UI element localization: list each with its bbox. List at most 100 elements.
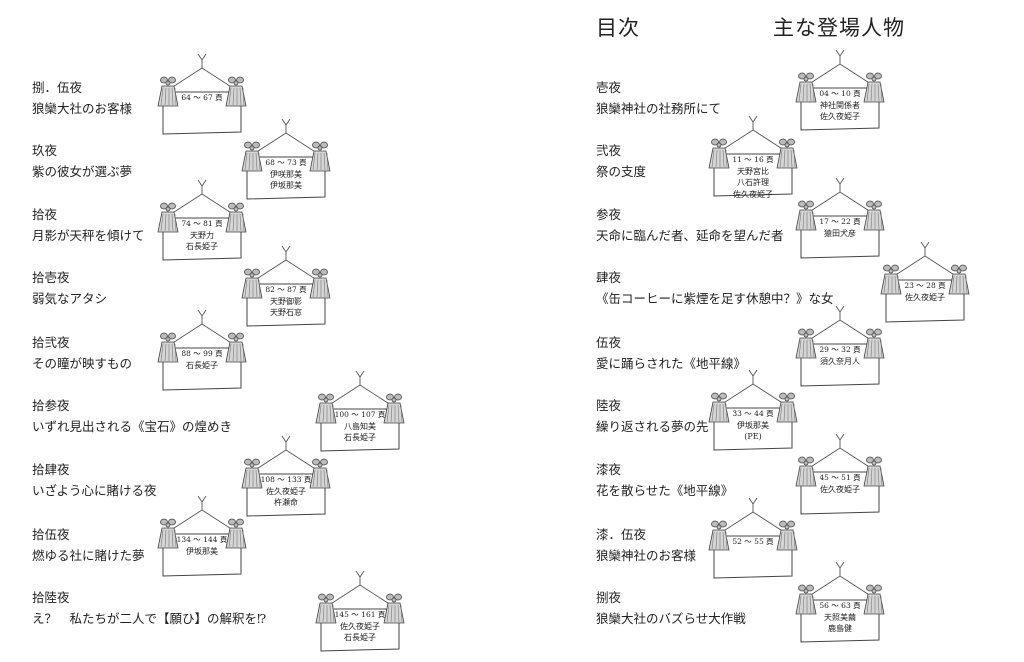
- plaque-text: 56 ～ 63 頁天照美繭鹿島健: [806, 600, 874, 635]
- chapter-entry: 拾陸夜え？ 私たちが二人で【願ひ】の解釈を⁉: [32, 590, 372, 627]
- ema-plaque: 33 ～ 44 頁伊坂那美 (PE): [708, 369, 798, 454]
- chapter-label: 玖夜: [32, 143, 58, 158]
- plaque-text: 64 ～ 67 頁: [168, 92, 236, 104]
- chapter-entry: 陸夜繰り返される夢の先: [596, 398, 936, 435]
- character-name: 伊咲那美: [270, 169, 302, 179]
- character-name: 猿田犬彦: [824, 228, 856, 238]
- chapter-entry: 捌．伍夜狼欒大社のお客様: [32, 80, 372, 117]
- character-name: 伊坂那美: [270, 181, 302, 190]
- ema-plaque: 11 ～ 16 頁天野宮比八石許理佐久夜姫子: [708, 115, 798, 200]
- chapter-label: 陸夜: [596, 398, 622, 413]
- character-name: 杵瀬命: [274, 498, 298, 507]
- chapter-title: 祭の支度: [596, 164, 647, 179]
- chapter-title: その瞳が映すもの: [32, 356, 133, 371]
- plaque-text: 100 ～ 107 頁八島知美石長姫子: [326, 409, 394, 444]
- character-name: 八島知美: [344, 421, 376, 431]
- character-name: 佐久夜姫子: [733, 189, 773, 199]
- chapter-title: 紫の彼女が選ぶ夢: [32, 164, 133, 179]
- character-name: 神社関係者: [820, 100, 860, 110]
- chapter-title: 狼欒大社のバズらせ大作戦: [596, 611, 746, 626]
- chapter-label: 弐夜: [596, 143, 622, 158]
- page-range: 29 ～ 32 頁: [819, 345, 861, 354]
- page-range: 100 ～ 107 頁: [334, 410, 386, 419]
- chapter-label: 拾壱夜: [32, 270, 70, 285]
- chapter-entry: 伍夜愛に踊らされた《地平線》: [596, 335, 936, 372]
- page-range: 108 ～ 133 頁: [260, 475, 312, 484]
- page-range: 33 ～ 44 頁: [732, 409, 774, 418]
- chapter-entry: 玖夜紫の彼女が選ぶ夢: [32, 143, 372, 180]
- chapter-title: 花を散らせた《地平線》: [596, 483, 734, 498]
- ema-plaque-icon: [708, 369, 798, 451]
- ema-plaque-icon: [795, 177, 885, 259]
- characters-heading: 主な登場人物: [773, 16, 905, 40]
- ema-plaque-icon: [315, 570, 405, 652]
- chapter-entry: 拾参夜いずれ見出される《宝石》の煌めき: [32, 398, 372, 435]
- chapter-title: 狼欒神社のお客様: [596, 548, 697, 563]
- character-name: (PE): [744, 432, 762, 441]
- plaque-text: 108 ～ 133 頁佐久夜姫子杵瀬命: [252, 474, 320, 509]
- ema-plaque: 108 ～ 133 頁佐久夜姫子杵瀬命: [241, 435, 331, 520]
- character-name: 天照美繭: [824, 612, 856, 622]
- ema-plaque: 23 ～ 28 頁佐久夜姫子: [880, 241, 970, 326]
- ema-plaque: 64 ～ 67 頁: [157, 53, 247, 138]
- chapter-label: 捌夜: [596, 590, 622, 605]
- chapter-entry: 捌夜狼欒大社のバズらせ大作戦: [596, 590, 936, 627]
- ema-plaque: 82 ～ 87 頁天野御影天野石窓: [241, 245, 331, 330]
- chapter-label: 伍夜: [596, 335, 622, 350]
- page-range: 68 ～ 73 頁: [265, 158, 307, 167]
- character-name: 天野石窓: [270, 308, 302, 317]
- ema-plaque-icon: [157, 179, 247, 261]
- ema-plaque: 145 ～ 161 頁佐久夜姫子石長姫子: [315, 570, 405, 655]
- ema-plaque: 74 ～ 81 頁天野力石長姫子: [157, 179, 247, 264]
- chapter-title: え？ 私たちが二人で【願ひ】の解釈を⁉: [32, 611, 267, 626]
- chapter-label: 漆夜: [596, 462, 622, 477]
- chapter-label: 拾夜: [32, 207, 58, 222]
- character-name: 佐久夜姫子: [820, 484, 860, 494]
- ema-plaque: 100 ～ 107 頁八島知美石長姫子: [315, 370, 405, 455]
- page-range: 134 ～ 144 頁: [176, 535, 228, 544]
- ema-plaque-icon: [241, 118, 331, 200]
- character-name: 伊坂那美: [737, 420, 769, 430]
- ema-plaque-icon: [241, 435, 331, 517]
- character-name: 天野宮比: [737, 166, 769, 176]
- plaque-text: 45 ～ 51 頁佐久夜姫子: [806, 472, 874, 495]
- ema-plaque-icon: [157, 495, 247, 577]
- character-name: 佐久夜姫子: [820, 112, 860, 121]
- plaque-text: 145 ～ 161 頁佐久夜姫子石長姫子: [326, 609, 394, 644]
- ema-plaque-icon: [708, 115, 798, 197]
- plaque-text: 29 ～ 32 頁須久奈月人: [806, 344, 874, 367]
- page-range: 56 ～ 63 頁: [819, 601, 861, 610]
- chapter-entry: 漆夜花を散らせた《地平線》: [596, 462, 936, 499]
- character-name: 石長姫子: [344, 433, 376, 442]
- character-name: 佐久夜姫子: [340, 621, 380, 631]
- chapter-entry: 拾夜月影が天秤を傾けて: [32, 207, 372, 244]
- plaque-text: 17 ～ 22 頁猿田犬彦: [806, 216, 874, 239]
- character-name: 佐久夜姫子: [266, 486, 306, 496]
- chapter-title: いざよう心に賭ける夜: [32, 483, 157, 498]
- plaque-text: 134 ～ 144 頁伊坂那美: [168, 534, 236, 557]
- ema-plaque-icon: [157, 309, 247, 391]
- chapter-title: 狼欒神社の社務所にて: [596, 101, 722, 116]
- chapter-title: 天命に臨んだ者、延命を望んだ者: [596, 228, 784, 243]
- chapter-label: 拾肆夜: [32, 462, 70, 477]
- ema-plaque: 04 ～ 10 頁神社関係者佐久夜姫子: [795, 49, 885, 134]
- ema-plaque-icon: [315, 370, 405, 452]
- ema-plaque: 56 ～ 63 頁天照美繭鹿島健: [795, 561, 885, 646]
- ema-plaque-icon: [157, 53, 247, 135]
- ema-plaque-icon: [795, 433, 885, 515]
- ema-plaque-icon: [795, 49, 885, 131]
- chapter-title: 狼欒大社のお客様: [32, 101, 133, 116]
- chapter-title: 愛に踊らされた《地平線》: [596, 356, 747, 371]
- chapter-label: 拾陸夜: [32, 590, 70, 605]
- ema-plaque: 52 ～ 55 頁: [708, 497, 798, 582]
- plaque-text: 33 ～ 44 頁伊坂那美 (PE): [719, 408, 787, 443]
- character-name: 天野力: [190, 230, 214, 240]
- character-name: 須久奈月人: [820, 356, 860, 366]
- ema-plaque-icon: [795, 305, 885, 387]
- plaque-text: 23 ～ 28 頁佐久夜姫子: [891, 280, 959, 303]
- character-name: 鹿島健: [828, 624, 852, 633]
- character-name: 佐久夜姫子: [905, 292, 945, 302]
- toc-heading: 目次: [596, 16, 640, 40]
- character-name: 石長姫子: [186, 242, 218, 251]
- chapter-label: 肆夜: [596, 270, 622, 285]
